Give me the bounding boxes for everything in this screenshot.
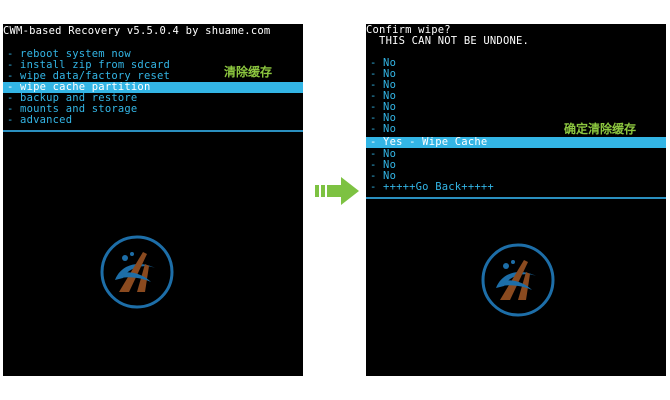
menu-item-no[interactable]: - No [370,68,397,80]
right-arrow-icon [315,177,359,205]
confirm-warning: THIS CAN NOT BE UNDONE. [366,35,530,47]
annotation-clear-cache: 清除缓存 [224,65,273,79]
menu-item-no[interactable]: - No [370,112,397,124]
annotation-confirm-clear-cache: 确定清除缓存 [564,122,637,136]
menu-item-mounts-storage[interactable]: - mounts and storage [7,103,138,115]
menu-item-reboot[interactable]: - reboot system now [7,48,131,60]
menu-item-wipe-data[interactable]: - wipe data/factory reset [7,70,171,82]
recovery-screen-confirm: Confirm wipe? THIS CAN NOT BE UNDONE. - … [366,24,666,376]
confirm-title: Confirm wipe? [366,24,451,36]
menu-separator [366,197,666,199]
menu-item-no[interactable]: - No [370,57,397,69]
menu-item-no[interactable]: - No [370,79,397,91]
menu-item-no[interactable]: - No [370,123,397,135]
menu-item-no[interactable]: - No [370,148,397,160]
menu-item-go-back[interactable]: - +++++Go Back+++++ [370,181,494,193]
menu-item-no[interactable]: - No [370,90,397,102]
menu-item-install-zip[interactable]: - install zip from sdcard [7,59,171,71]
menu-item-advanced[interactable]: - advanced [7,114,73,126]
menu-item-backup-restore[interactable]: - backup and restore [7,92,138,104]
recovery-header: CWM-based Recovery v5.5.0.4 by shuame.co… [3,25,271,37]
shuame-logo-icon [100,235,174,309]
menu-item-no[interactable]: - No [370,159,397,171]
menu-item-yes-wipe-cache[interactable]: - Yes - Wipe Cache [366,137,666,148]
menu-item-no[interactable]: - No [370,101,397,113]
recovery-screen-main: CWM-based Recovery v5.5.0.4 by shuame.co… [3,24,303,376]
menu-separator [3,130,303,132]
menu-item-wipe-cache[interactable]: - wipe cache partition [3,82,303,93]
menu-item-no[interactable]: - No [370,170,397,182]
shuame-logo-icon [481,243,555,317]
